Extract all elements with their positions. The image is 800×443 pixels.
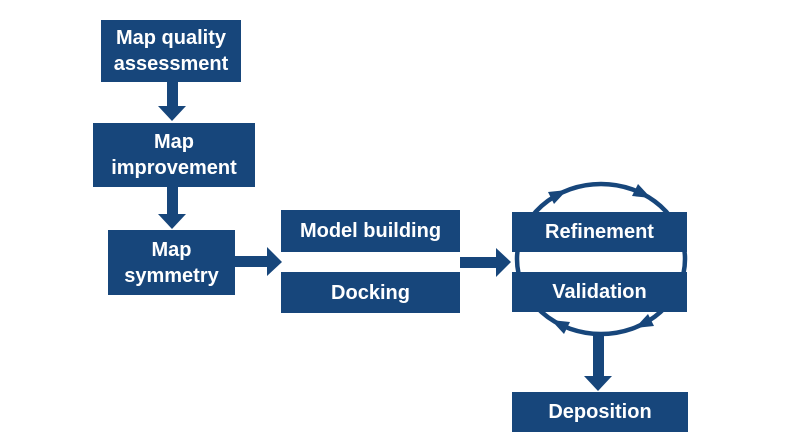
node-label: Deposition [548,401,652,423]
cycle-arrowhead-bottom-right [635,314,654,328]
arrow-head-right-icon [496,248,511,277]
node-validation: Validation [512,272,687,312]
arrow-map-improvement-to-map-symmetry [158,186,186,229]
arrow-head-right-icon [267,247,282,276]
node-label: Validation [552,281,647,303]
arrow-map-quality-to-map-improvement [158,81,186,121]
arrow-shaft [593,333,604,377]
node-label: Model building [299,220,442,242]
node-map-symmetry: Map symmetry [108,230,235,295]
arrow-cycle-to-deposition [584,333,612,391]
node-docking: Docking [281,272,460,313]
cycle-arrowhead-bottom-left [551,320,570,334]
node-label: Map quality assessment [113,27,229,75]
cycle-arrowhead-top-left [548,190,567,204]
arrow-model-building-to-refinement [460,248,511,277]
node-map-improvement: Map improvement [93,123,255,187]
arrow-shaft [235,256,268,267]
cycle-arrowhead-top-right [632,184,651,198]
node-deposition: Deposition [512,392,688,432]
node-model-building: Model building [281,210,460,252]
node-refinement: Refinement [512,212,687,252]
arrow-head-down-icon [158,214,186,229]
arrow-head-down-icon [158,106,186,121]
node-label: Map symmetry [124,238,219,287]
node-map-quality-assessment: Map quality assessment [101,20,241,82]
arrow-map-symmetry-to-model-building [235,247,282,276]
node-label: Map improvement [111,131,237,179]
arrow-shaft [167,81,178,107]
arrow-shaft [167,186,178,215]
node-label: Refinement [545,221,654,243]
node-label: Docking [331,281,410,304]
arrow-head-down-icon [584,376,612,391]
arrow-shaft [460,257,497,268]
